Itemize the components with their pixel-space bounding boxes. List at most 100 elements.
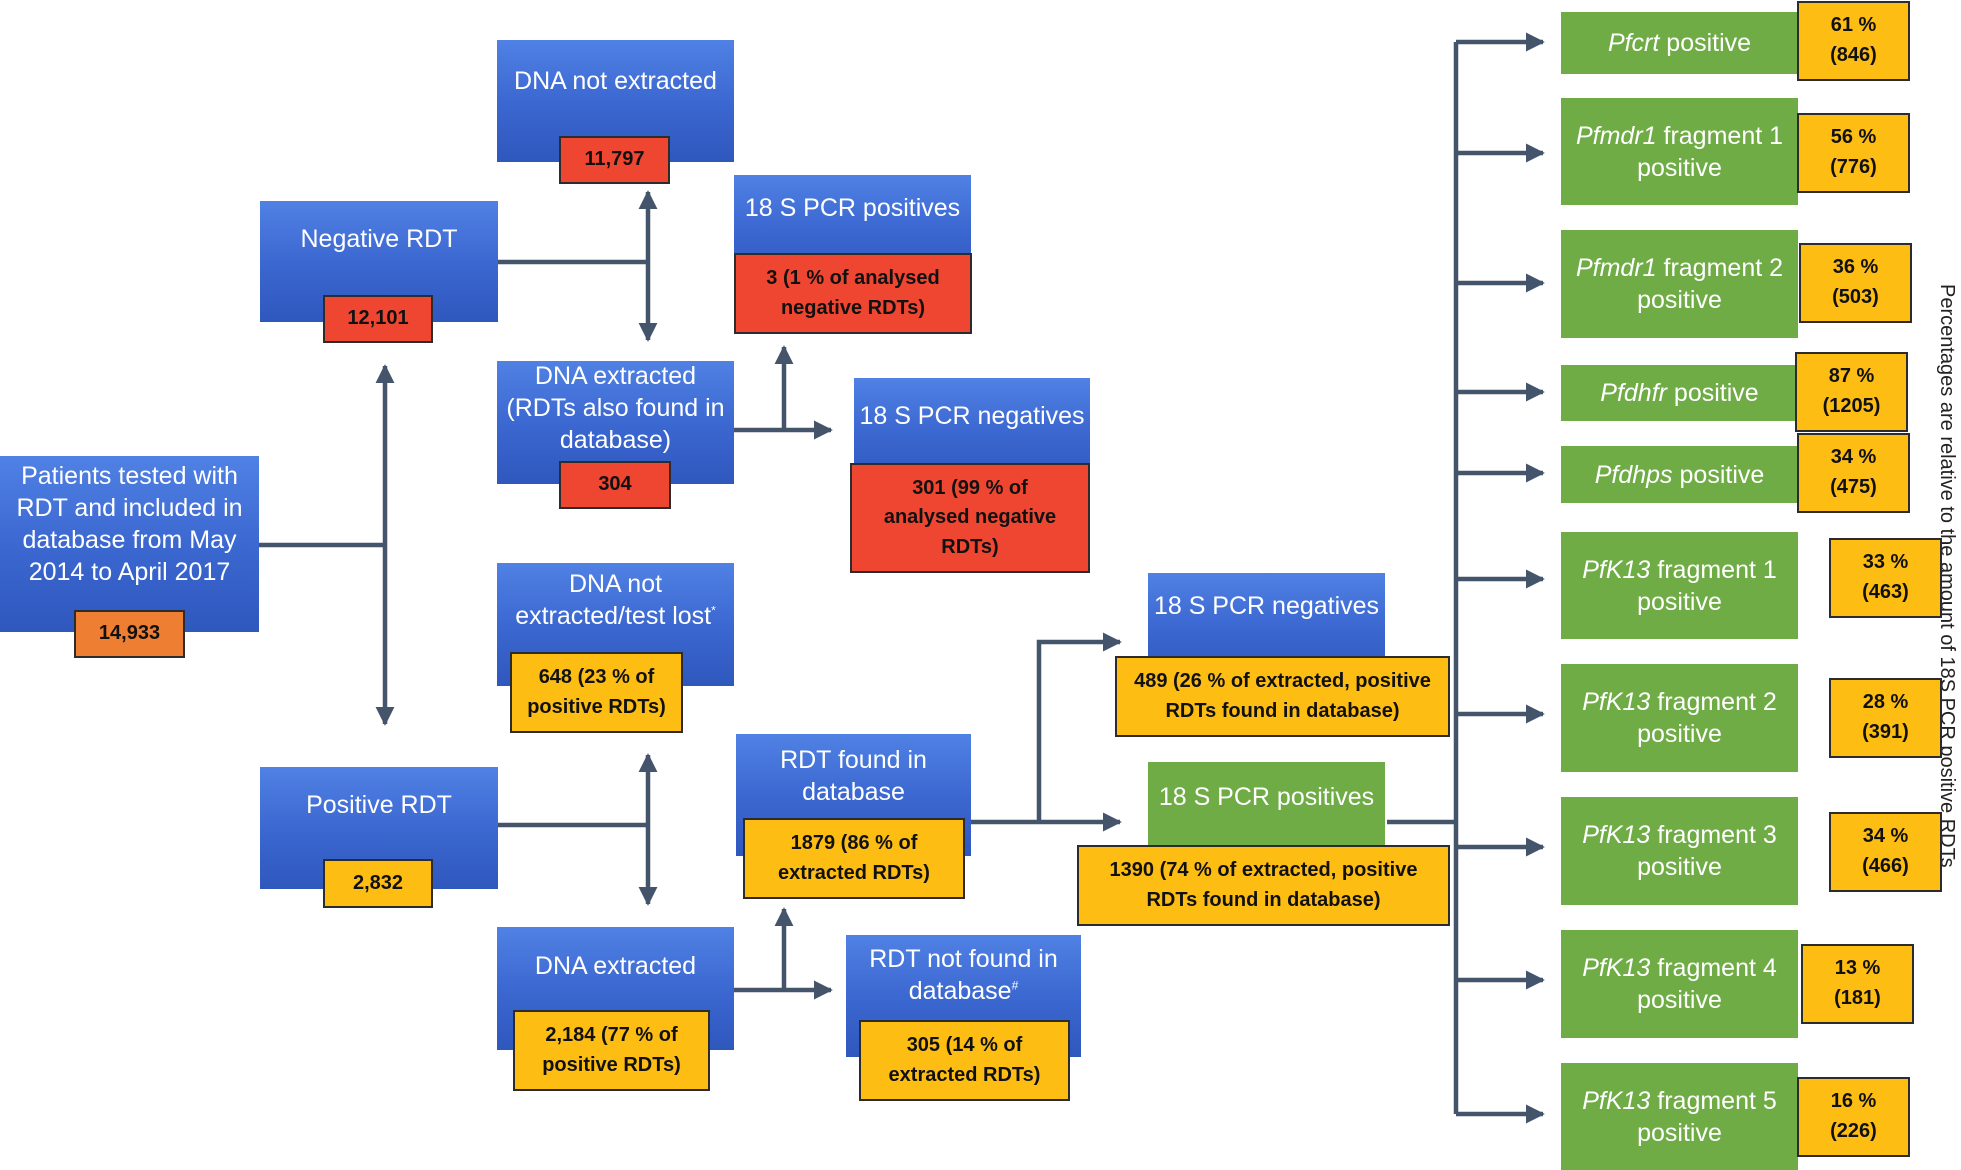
marker-rest-4: positive [1666,379,1759,407]
patients-label: Patients tested with RDT and included in… [16,462,243,586]
marker-n-5: (475) [1830,476,1877,498]
marker-n-8: (466) [1862,855,1909,877]
marker-rest-9: fragment 4 positive [1637,954,1777,1014]
marker-label-6: PfK13 fragment 1 positive [1569,554,1790,618]
marker-percent-3: 36 % [1832,256,1879,279]
marker-rest-3: fragment 2 positive [1637,254,1784,314]
marker-count-7: 28 % (391) [1829,678,1942,758]
pos-pcr-negatives-count: 489 (26 % of extracted, positive RDTs fo… [1115,656,1450,737]
marker-count-4: 87 % (1205) [1795,352,1908,432]
marker-n-4: (1205) [1822,395,1881,417]
marker-count-6: 33 % (463) [1829,538,1942,618]
marker-gene-4: Pfdhfr [1600,379,1667,407]
marker-percent-9: 13 % [1834,957,1881,980]
pos-dna-extracted-count: 2,184 (77 % of positive RDTs) [513,1010,710,1091]
marker-count-5: 34 % (475) [1797,433,1910,513]
positive-rdt-box: Positive RDT [260,767,498,889]
marker-percent-7: 28 % [1862,691,1909,714]
marker-count-1: 61 % (846) [1797,1,1910,81]
pos-dna-not-extracted-label: DNA not extracted/test lost* [515,569,716,630]
marker-rest-1: positive [1659,29,1752,57]
marker-n-10: (226) [1830,1120,1877,1142]
marker-percent-10: 16 % [1830,1090,1877,1113]
neg-pcr-positives-label: 18 S PCR positives [744,194,961,222]
marker-label-7: PfK13 fragment 2 positive [1569,686,1790,750]
marker-label-9: PfK13 fragment 4 positive [1569,952,1790,1016]
neg-pcr-positives-count: 3 (1 % of analysed negative RDTs) [734,253,972,334]
rdt-found-label: RDT found in database [780,746,927,806]
marker-label-1: Pfcrt positive [1608,27,1751,59]
marker-rest-7: fragment 2 positive [1637,688,1777,748]
marker-percent-8: 34 % [1862,825,1909,848]
pos-dna-not-extracted-count: 648 (23 % of positive RDTs) [510,652,683,733]
positive-rdt-label: Positive RDT [306,791,452,819]
marker-percent-6: 33 % [1862,551,1909,574]
neg-dna-not-extracted-count: 11,797 [559,136,670,184]
rdt-not-found-label: RDT not found in database# [869,945,1058,1005]
marker-n-7: (391) [1862,721,1909,743]
marker-box-5: Pfdhps positive [1561,446,1798,503]
marker-rest-8: fragment 3 positive [1637,821,1777,881]
marker-gene-10: PfK13 [1582,1086,1651,1115]
marker-gene-8: PfK13 [1582,821,1651,849]
marker-rest-10: fragment 5 positive [1637,1086,1777,1147]
neg-dna-extracted-count: 304 [559,461,671,509]
marker-gene-2: Pfmdr1 [1575,121,1657,150]
pos-pcr-positives-label: 18 S PCR positives [1158,783,1375,811]
marker-percent-1: 61 % [1830,14,1877,37]
patients-box: Patients tested with RDT and included in… [0,456,259,632]
marker-gene-7: PfK13 [1582,688,1651,716]
marker-box-9: PfK13 fragment 4 positive [1561,930,1798,1038]
marker-box-6: PfK13 fragment 1 positive [1561,532,1798,639]
neg-dna-extracted-label: DNA extracted (RDTs also found in databa… [506,361,725,454]
marker-gene-6: PfK13 [1582,555,1651,584]
negative-rdt-box: Negative RDT [260,201,498,322]
pos-pcr-positives-count: 1390 (74 % of extracted, positive RDTs f… [1077,845,1450,926]
marker-box-7: PfK13 fragment 2 positive [1561,664,1798,772]
marker-label-10: PfK13 fragment 5 positive [1569,1085,1790,1149]
hash-mark: # [1011,978,1019,993]
marker-count-8: 34 % (466) [1829,812,1942,892]
marker-box-1: Pfcrt positive [1561,12,1798,74]
marker-label-4: Pfdhfr positive [1600,377,1758,409]
marker-n-3: (503) [1832,286,1879,308]
marker-box-3: Pfmdr1 fragment 2 positive [1561,230,1798,338]
neg-pcr-negatives-label: 18 S PCR negatives [859,402,1085,430]
pos-dna-extracted-label: DNA extracted [534,951,697,980]
positive-rdt-count: 2,832 [323,859,433,908]
marker-gene-9: PfK13 [1582,954,1651,982]
neg-pcr-negatives-count: 301 (99 % of analysed negative RDTs) [850,463,1090,573]
marker-percent-5: 34 % [1830,446,1877,469]
negative-rdt-label: Negative RDT [300,224,458,253]
marker-box-8: PfK13 fragment 3 positive [1561,797,1798,905]
pos-pcr-negatives-label: 18 S PCR negatives [1153,592,1380,620]
asterisk-mark: * [711,603,716,618]
marker-gene-1: Pfcrt [1607,29,1660,57]
marker-n-6: (463) [1862,581,1909,603]
marker-label-3: Pfmdr1 fragment 2 positive [1569,252,1790,316]
patients-count: 14,933 [74,610,185,658]
marker-box-2: Pfmdr1 fragment 1 positive [1561,98,1798,205]
marker-gene-5: Pfdhps [1594,460,1673,489]
marker-n-2: (776) [1830,156,1877,178]
marker-rest-2: fragment 1 positive [1637,121,1784,182]
marker-rest-5: positive [1672,460,1765,489]
marker-count-3: 36 % (503) [1799,243,1912,323]
marker-percent-2: 56 % [1830,126,1877,149]
marker-box-10: PfK13 fragment 5 positive [1561,1063,1798,1170]
marker-count-9: 13 % (181) [1801,944,1914,1024]
marker-gene-3: Pfmdr1 [1575,254,1657,282]
marker-count-2: 56 % (776) [1797,113,1910,193]
marker-label-2: Pfmdr1 fragment 1 positive [1569,120,1790,184]
rdt-found-count: 1879 (86 % of extracted RDTs) [743,818,965,899]
marker-percent-4: 87 % [1828,365,1875,388]
marker-n-9: (181) [1834,987,1881,1009]
neg-dna-not-extracted-label: DNA not extracted [514,67,717,95]
marker-rest-6: fragment 1 positive [1637,555,1777,616]
marker-label-8: PfK13 fragment 3 positive [1569,819,1790,883]
negative-rdt-count: 12,101 [323,295,433,343]
marker-n-1: (846) [1830,44,1877,66]
marker-box-4: Pfdhfr positive [1561,365,1798,421]
arrow-to-pos-pcr-negatives [1036,632,1122,822]
